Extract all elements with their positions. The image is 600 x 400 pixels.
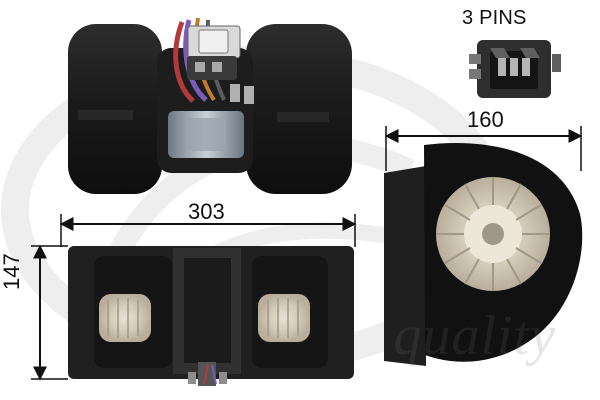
dimension-depth-label: 160 bbox=[467, 107, 504, 132]
dimension-width-label: 303 bbox=[188, 199, 225, 224]
dimension-height-label: 147 bbox=[0, 253, 24, 290]
blower-motor-side-view bbox=[384, 142, 583, 366]
blower-motor-front-view bbox=[68, 246, 354, 386]
connector-plug bbox=[469, 40, 561, 98]
dimension-line-depth bbox=[384, 126, 583, 171]
dimension-line-height bbox=[31, 244, 68, 381]
connector-pins-label: 3 PINS bbox=[462, 7, 527, 29]
blower-motor-top-view bbox=[68, 17, 352, 194]
watermark-text: quality bbox=[393, 305, 556, 367]
dimension-line-width bbox=[59, 214, 357, 247]
